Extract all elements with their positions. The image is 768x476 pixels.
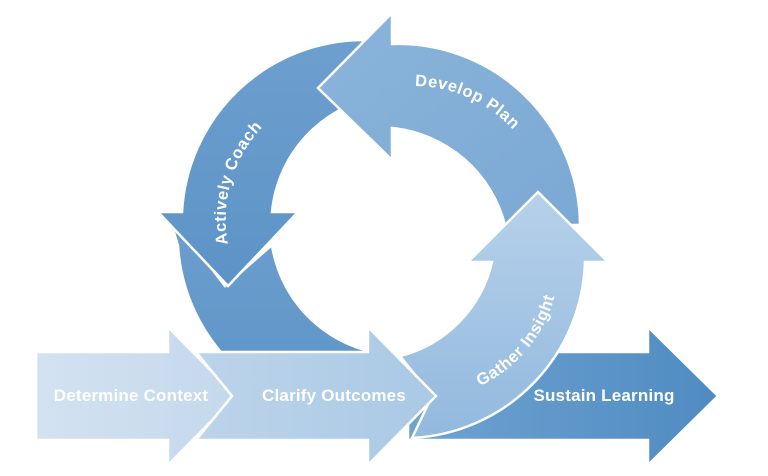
- determine-context-label: Determine Context: [54, 386, 209, 405]
- clarify-outcomes-arrow: [193, 323, 438, 469]
- determine-context-arrow: [34, 323, 238, 469]
- clarify-outcomes-label: Clarify Outcomes: [262, 386, 406, 405]
- sustain-learning-label: Sustain Learning: [533, 386, 674, 405]
- develop-plan-arrow: [316, 9, 582, 227]
- gather-insight-arrow: [397, 190, 612, 440]
